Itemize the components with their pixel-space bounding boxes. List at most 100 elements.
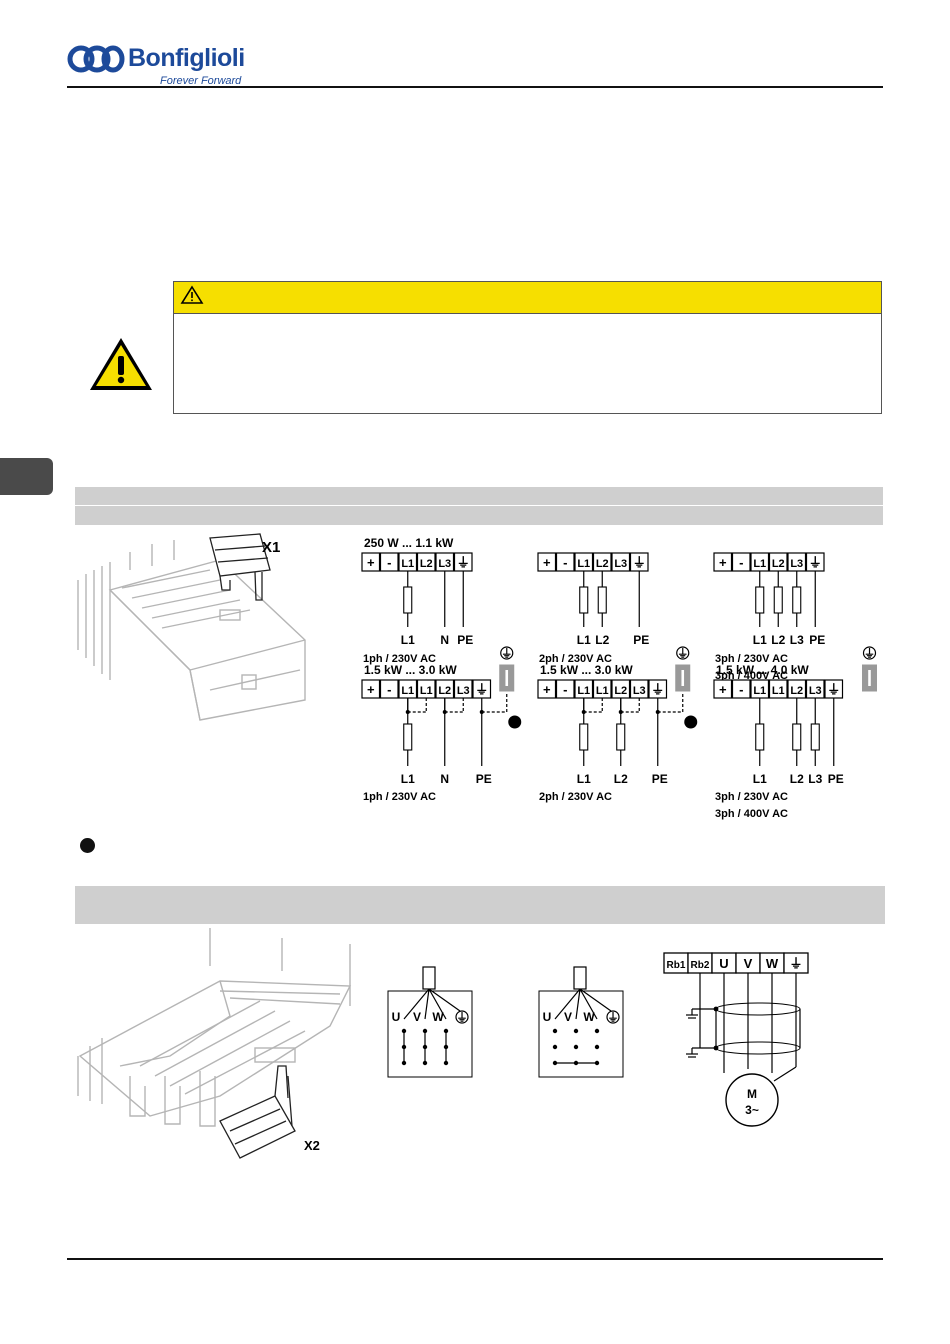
ground-icon [500, 646, 514, 660]
terminal-dot [552, 1028, 558, 1034]
terminal-box [555, 552, 575, 572]
motor-lead [579, 988, 612, 1012]
ground-symbol: ⏚ [457, 1011, 468, 1024]
terminal-label: + [367, 555, 375, 570]
warning-triangle-small-icon [180, 285, 204, 310]
terminal-label: L3 [438, 558, 451, 570]
ground-symbol: ⏚ [501, 647, 512, 660]
footer-divider [67, 1258, 883, 1260]
ground-symbol: ⏚ [677, 647, 688, 660]
line-label: N [440, 633, 449, 647]
junction-dot [479, 710, 484, 714]
terminal-box [768, 679, 788, 699]
inverter-x2-illustration: X2 [70, 926, 360, 1171]
terminal-label: L2 [420, 558, 433, 570]
terminal-label: W [766, 956, 779, 971]
line-label: L1 [577, 633, 591, 647]
motor-lead [428, 988, 447, 1020]
motor-lead [403, 988, 430, 1020]
junction-dot [713, 1006, 719, 1012]
winding-label: U [543, 1010, 552, 1024]
line-label: PE [652, 772, 668, 786]
line-label: PE [457, 633, 473, 647]
line-label: L1 [577, 772, 591, 786]
terminal-label: + [719, 682, 727, 697]
terminal-label: - [563, 682, 567, 697]
line-label: L1 [753, 633, 767, 647]
shield-ring [715, 1002, 801, 1016]
note-marker [508, 715, 522, 729]
terminal-label: L1 [753, 558, 766, 570]
junction-dot [655, 710, 660, 714]
winding-label: W [583, 1010, 595, 1024]
power-range-label: 1.5 kW ... 3.0 kW [540, 663, 633, 677]
cable-gland [573, 966, 587, 990]
ground-symbol: ⏚ [608, 1011, 619, 1024]
supply-label: 3ph / 400V AC [715, 670, 788, 682]
section-band-mains-top [75, 487, 883, 505]
shield-ring [715, 1041, 801, 1055]
note-marker [684, 715, 698, 729]
terminal-label: ⏚ [651, 682, 664, 697]
line-label: L3 [808, 772, 822, 786]
line-label: L2 [614, 772, 628, 786]
terminal-label: - [739, 555, 743, 570]
terminal-label: - [387, 682, 391, 697]
motor-terminal-frame [538, 990, 624, 1078]
terminal-label: L3 [633, 685, 646, 697]
motor-label: 3~ [745, 1103, 759, 1117]
terminal-label: ⏚ [809, 555, 822, 570]
terminal-label: V [744, 956, 753, 971]
fuse [403, 586, 413, 614]
terminal-label: - [387, 555, 391, 570]
terminal-label: Rb2 [691, 960, 710, 971]
terminal-label: L3 [809, 685, 822, 697]
fuse [579, 723, 589, 751]
caution-header [174, 282, 881, 314]
terminal-label: L1 [401, 558, 414, 570]
terminal-dot [573, 1028, 579, 1034]
terminal-box [416, 552, 436, 572]
line-label: L1 [401, 772, 415, 786]
fuse [616, 723, 626, 751]
terminal-box [731, 679, 751, 699]
terminal-label: L1 [420, 685, 433, 697]
fuse [773, 586, 783, 614]
terminal-label: L3 [614, 558, 627, 570]
supply-label: 3ph / 230V AC [715, 791, 788, 803]
motor-terminal-frame [387, 990, 473, 1078]
terminal-label: L1 [596, 685, 609, 697]
terminal-box [361, 552, 381, 572]
terminal-dot [594, 1028, 600, 1034]
fuse [755, 586, 765, 614]
terminal-label: L1 [401, 685, 414, 697]
line-label: PE [633, 633, 649, 647]
motor-lead [575, 988, 581, 1020]
winding-label: V [564, 1010, 572, 1024]
fuse [579, 586, 589, 614]
terminal-box [713, 679, 733, 699]
ground-icon [862, 646, 877, 660]
brand-name: Bonfiglioli [128, 44, 245, 72]
x2-connector-label: X2 [304, 1138, 320, 1153]
terminal-box [713, 552, 733, 572]
supply-label: 3ph / 400V AC [715, 808, 788, 820]
terminal-label: L2 [438, 685, 451, 697]
terminal-label: + [367, 682, 375, 697]
supply-label: 2ph / 230V AC [539, 653, 612, 665]
terminal-label: + [719, 555, 727, 570]
terminal-label: ⏚ [827, 682, 840, 697]
fuse [792, 586, 802, 614]
motor-cable: M3~ [686, 973, 801, 1127]
terminal-box [555, 679, 575, 699]
terminal-label: L1 [772, 685, 785, 697]
ground-icon [676, 646, 690, 660]
